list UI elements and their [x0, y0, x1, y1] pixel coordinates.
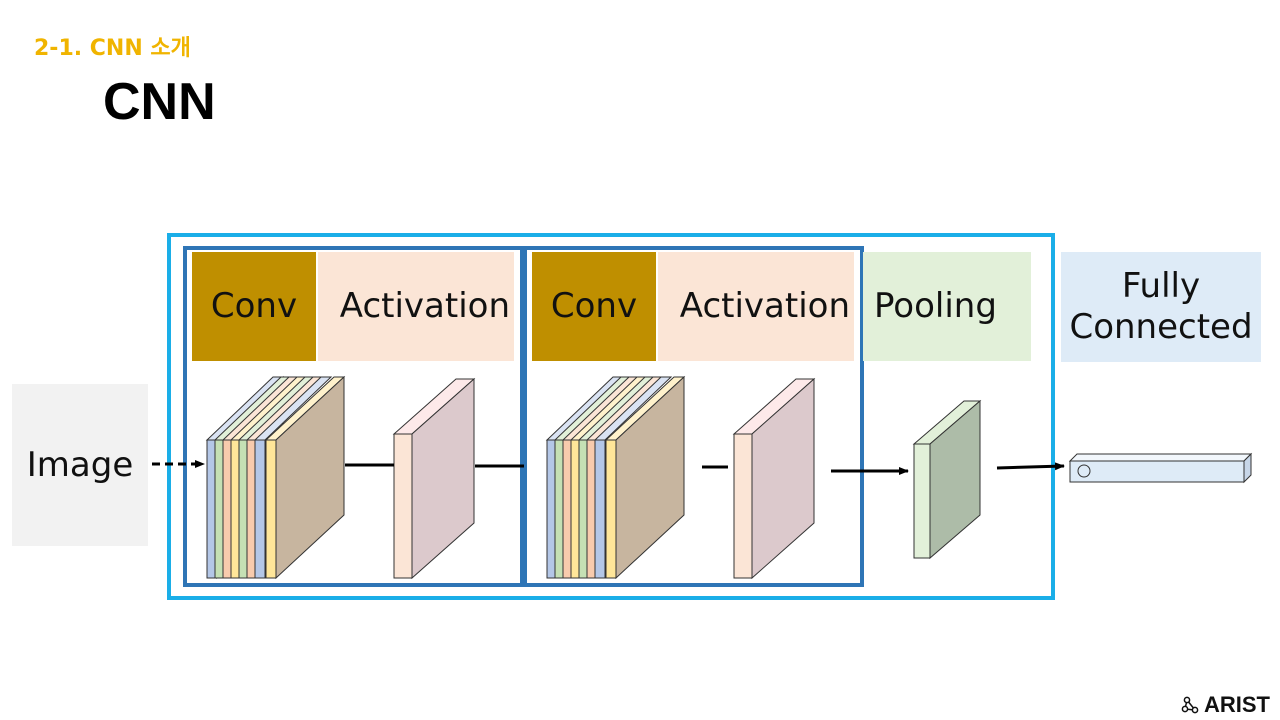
- conv-label-box-2: Conv: [532, 252, 656, 361]
- pooling-label: Pooling: [874, 286, 997, 327]
- conv-label-2: Conv: [550, 286, 638, 327]
- conv-block-frame-1: [183, 246, 524, 587]
- slide-title: CNN: [103, 73, 216, 131]
- pooling-map: [912, 399, 982, 560]
- activation-label-box-1: Activation: [318, 252, 514, 361]
- fully-connected-vector: [1068, 452, 1253, 484]
- fully-connected-label-box: Fully Connected: [1061, 252, 1261, 362]
- feature-extraction-frame: [167, 233, 1055, 600]
- activation-map-2: [732, 377, 816, 580]
- activation-label-1: Activation: [339, 286, 510, 327]
- fc-arrow: [996, 462, 1065, 471]
- activation-map-1: [392, 377, 476, 580]
- conv-feature-maps-2: [545, 375, 686, 580]
- fully-connected-label: Fully Connected: [1069, 266, 1253, 347]
- activation-label-2: Activation: [679, 286, 850, 327]
- image-label: Image: [26, 444, 134, 485]
- section-label: 2-1. CNN 소개: [34, 36, 191, 61]
- molecule-icon: [1181, 696, 1199, 714]
- conv-block-frame-2: [523, 246, 864, 587]
- conv-label-1: Conv: [210, 286, 298, 327]
- pooling-label-box: Pooling: [863, 252, 1031, 361]
- conv-feature-maps-1: [205, 375, 346, 580]
- conv-label-box-1: Conv: [192, 252, 316, 361]
- brand-logo: ARIST: [1181, 692, 1270, 718]
- image-input-box: Image: [12, 384, 148, 546]
- brand-name: ARIST: [1204, 692, 1270, 717]
- activation-label-box-2: Activation: [658, 252, 854, 361]
